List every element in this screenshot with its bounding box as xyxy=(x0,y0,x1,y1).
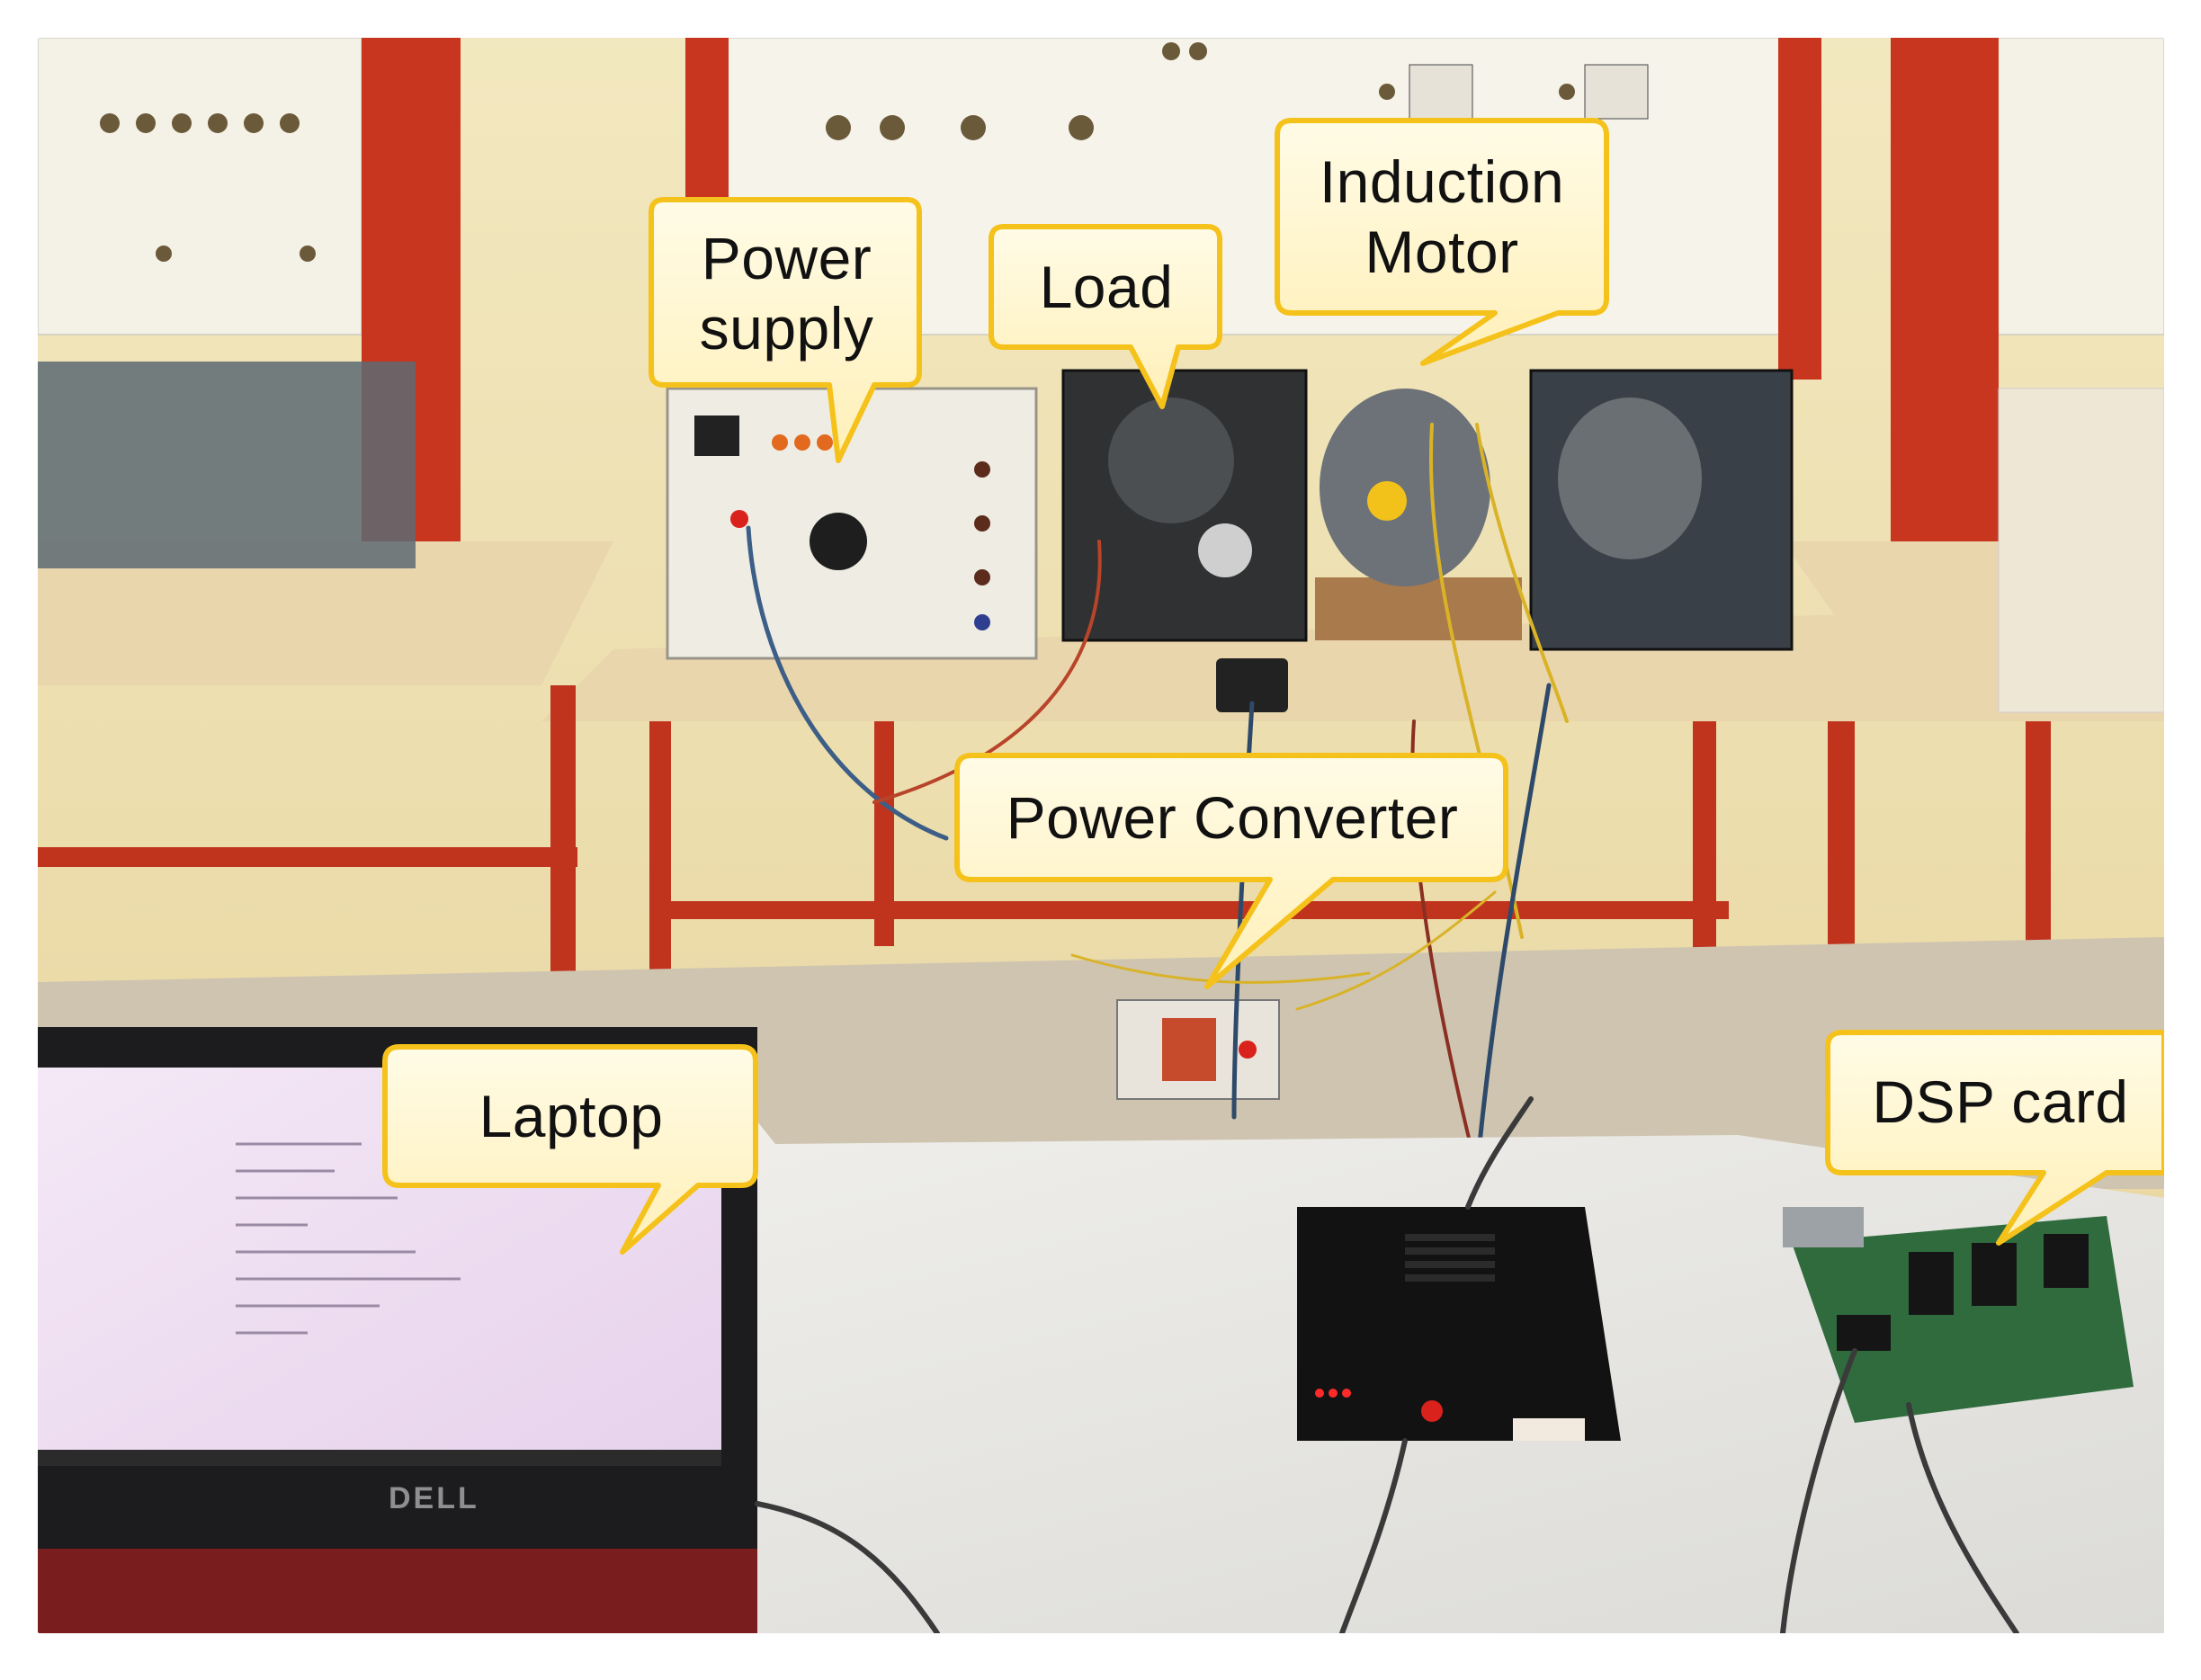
dsp-card-chips xyxy=(1837,1234,2089,1351)
left-panel-board xyxy=(38,38,362,335)
panel-terminals xyxy=(100,42,1575,289)
interface-box-button xyxy=(1421,1400,1443,1422)
load-rotor xyxy=(1108,398,1234,523)
callout-shape-load xyxy=(989,224,1222,409)
photo-scene: DELL xyxy=(38,38,2164,1633)
power-supply-display xyxy=(694,416,739,456)
callout-shape-laptop xyxy=(382,1044,758,1255)
interface-box-vents xyxy=(1405,1234,1495,1282)
interface-box-leds xyxy=(1315,1389,1351,1398)
laptop-base xyxy=(38,1549,757,1633)
left-bench-top xyxy=(38,541,613,685)
lab-setup-photo: DELL Power supply Load Induction Motor P… xyxy=(38,38,2164,1633)
power-supply-knob xyxy=(810,513,867,570)
interface-box xyxy=(1297,1207,1621,1441)
panel-meter-right xyxy=(1584,64,1649,120)
callout-shape-power-converter xyxy=(954,753,1508,989)
load-dial xyxy=(1198,523,1252,577)
right-panel-board xyxy=(1989,38,2164,335)
laptop-screen-code xyxy=(236,1142,461,1335)
callout-shape-dsp-card xyxy=(1825,1030,2164,1246)
power-supply-terminals xyxy=(730,434,990,630)
panel-meter-left xyxy=(1409,64,1473,120)
induction-motor-body xyxy=(1320,389,1490,586)
callout-shape-induction-motor xyxy=(1275,118,1609,366)
connector-box xyxy=(1216,658,1288,712)
left-machine xyxy=(38,362,416,568)
dsp-card-connector xyxy=(1783,1207,1864,1247)
right-box xyxy=(1998,388,2164,713)
power-converter-heatsink xyxy=(1162,1018,1216,1081)
right-machine-rotor xyxy=(1558,398,1702,559)
interface-box-label xyxy=(1513,1418,1585,1441)
bench-legs xyxy=(38,685,2051,1117)
motor-shaft-cap xyxy=(1367,481,1407,521)
front-cables xyxy=(755,1096,2019,1633)
callouts-layer xyxy=(382,118,2164,1255)
callout-shape-power-supply xyxy=(649,197,922,463)
laptop-logo: DELL xyxy=(389,1481,479,1515)
power-converter-switch xyxy=(1239,1041,1257,1059)
motor-base xyxy=(1315,577,1522,640)
laptop-taskbar xyxy=(38,1450,721,1466)
